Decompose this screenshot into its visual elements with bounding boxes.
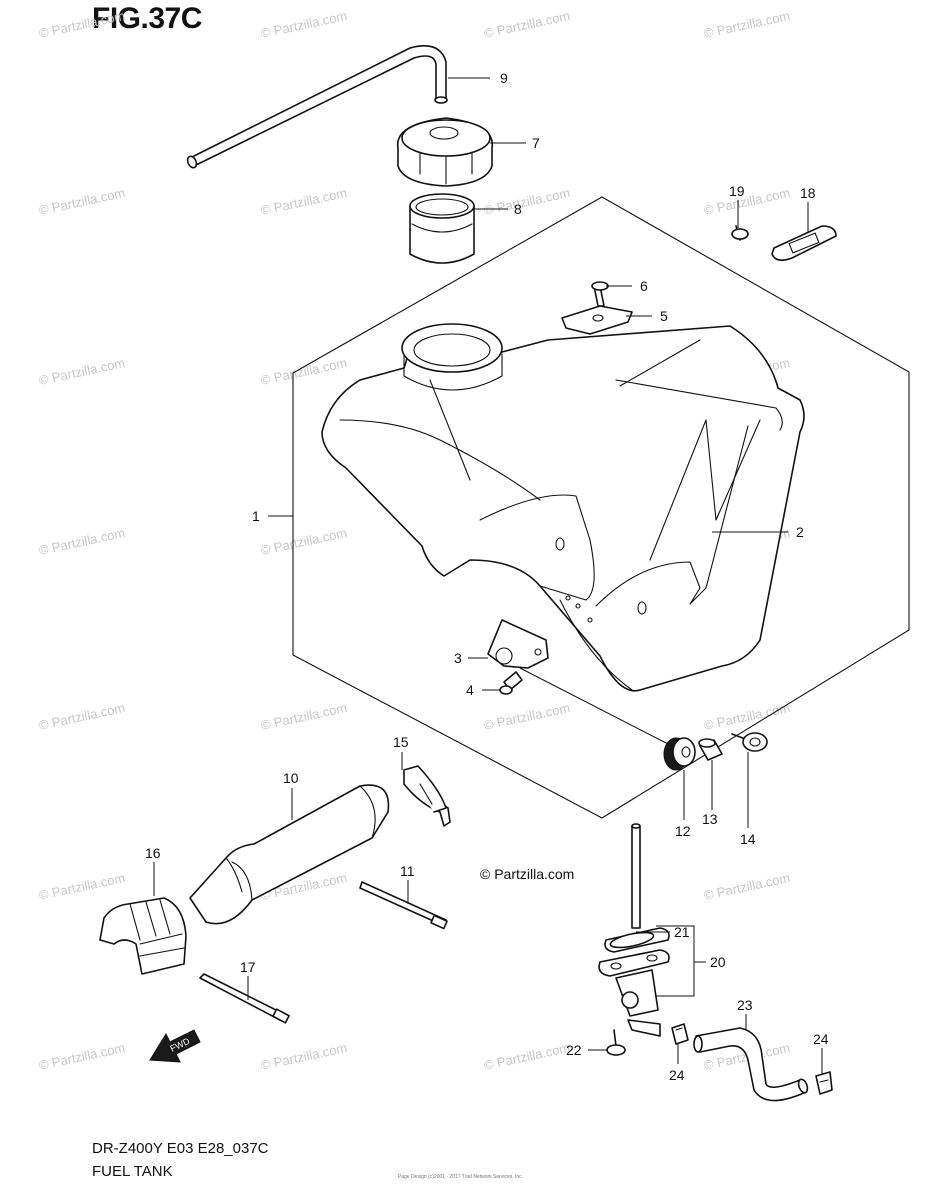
- callout-3: 3: [454, 650, 462, 666]
- callout-20: 20: [710, 954, 726, 970]
- callout-9: 9: [500, 70, 508, 86]
- callout-22: 22: [566, 1042, 582, 1058]
- fuel-hose: [693, 1027, 809, 1102]
- fuel-tank: [321, 323, 805, 692]
- figure-name: FUEL TANK: [92, 1163, 173, 1180]
- watermark: © Partzilla.com: [38, 355, 127, 388]
- watermark: © Partzilla.com: [703, 185, 792, 218]
- bolt-4: [499, 671, 523, 695]
- watermark: © Partzilla.com: [38, 700, 127, 733]
- callout-7: 7: [532, 135, 540, 151]
- watermark: © Partzilla.com: [260, 700, 349, 733]
- protector-16: [99, 897, 187, 975]
- assembly-boundary: [292, 196, 910, 819]
- callout-5: 5: [660, 308, 668, 324]
- watermark: © Partzilla.com: [703, 700, 792, 733]
- heat-shield: [189, 784, 390, 925]
- watermark: © Partzilla.com: [38, 870, 127, 903]
- callout-6: 6: [640, 278, 648, 294]
- bolt-6: [591, 281, 609, 307]
- watermark: © Partzilla.com: [260, 355, 349, 388]
- screw-22: [606, 1029, 626, 1056]
- model-code: DR-Z400Y E03 E28_037C: [92, 1140, 269, 1157]
- watermark: © Partzilla.com: [260, 8, 349, 41]
- mount-bracket-3: [487, 619, 549, 669]
- callout-24-right: 24: [813, 1031, 829, 1047]
- callout-11: 11: [400, 863, 415, 879]
- breather-hose: [186, 45, 448, 169]
- watermark: © Partzilla.com: [38, 8, 127, 41]
- callout-16: 16: [145, 845, 161, 861]
- callout-10: 10: [283, 770, 299, 786]
- watermark: © Partzilla.com: [260, 1040, 349, 1073]
- callout-1: 1: [252, 508, 260, 524]
- watermark: © Partzilla.com: [38, 525, 127, 558]
- clamp-15: [403, 765, 451, 827]
- collar-13: [698, 738, 723, 761]
- filler-neck: [409, 193, 475, 264]
- callout-24-left: 24: [669, 1067, 685, 1083]
- fuel-cap: [397, 117, 494, 187]
- watermark: © Partzilla.com: [38, 185, 127, 218]
- watermark: © Partzilla.com: [260, 185, 349, 218]
- bracket-5: [561, 305, 633, 335]
- callout-19: 19: [729, 183, 745, 199]
- bolt-14: [731, 732, 768, 752]
- watermark: © Partzilla.com: [483, 700, 572, 733]
- callout-2: 2: [796, 524, 804, 540]
- fuel-cock: [598, 823, 670, 1037]
- tank-strap: [771, 225, 837, 262]
- grommet-12: [663, 737, 696, 771]
- callout-4: 4: [466, 682, 474, 698]
- callout-12: 12: [675, 823, 691, 839]
- figure-title: FIG.37C: [92, 2, 202, 35]
- forward-arrow-icon: FWD: [149, 1029, 201, 1063]
- hose-clip-lower: [815, 1071, 833, 1095]
- leader-lines: [153, 77, 823, 1074]
- brand-mark: © Partzilla.com: [480, 866, 575, 882]
- callout-labels: 9 7 8 19 18 6 5 1 2 3 4 15 10 12 13 14 1…: [145, 70, 829, 1083]
- watermark: © Partzilla.com: [483, 8, 572, 41]
- callout-17: 17: [240, 959, 256, 975]
- callout-18: 18: [800, 185, 816, 201]
- watermark: © Partzilla.com: [483, 1040, 572, 1073]
- watermark: © Partzilla.com: [703, 870, 792, 903]
- watermark: © Partzilla.com: [483, 185, 572, 218]
- band-11: [359, 881, 448, 930]
- watermark: © Partzilla.com: [38, 1040, 127, 1073]
- callout-14: 14: [740, 831, 756, 847]
- band-17: [199, 973, 290, 1024]
- watermark: © Partzilla.com: [260, 525, 349, 558]
- callout-13: 13: [702, 811, 718, 827]
- callout-15: 15: [393, 734, 409, 750]
- watermark: © Partzilla.com: [703, 8, 792, 41]
- callout-8: 8: [514, 201, 522, 217]
- callout-23: 23: [737, 997, 753, 1013]
- callout-21: 21: [674, 924, 690, 940]
- screw-19: [731, 225, 749, 241]
- hose-clip-upper: [671, 1023, 689, 1045]
- footer-credit: Page Design (c)2001 - 2017 Trad Network …: [398, 1174, 524, 1180]
